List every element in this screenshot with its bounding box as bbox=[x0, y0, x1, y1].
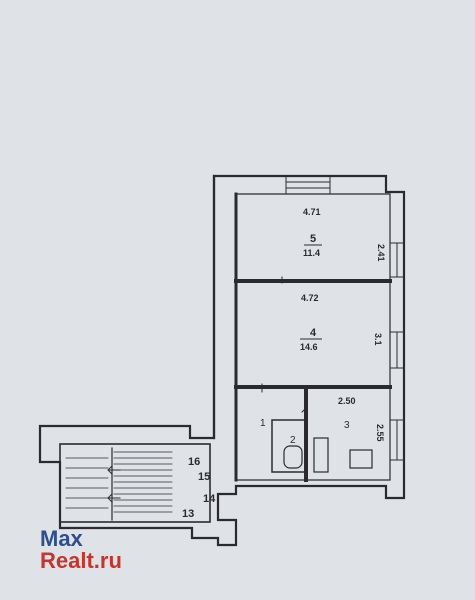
room-2-number: 2 bbox=[290, 435, 296, 446]
window-right-3 bbox=[389, 419, 405, 461]
bath-box bbox=[271, 419, 307, 473]
dimension-ticks bbox=[261, 276, 307, 413]
toilet-icon bbox=[283, 445, 303, 469]
watermark-logo: Max Realt.ru bbox=[40, 528, 122, 572]
room-4-area: 14.6 bbox=[300, 342, 318, 352]
stair-number-14: 14 bbox=[203, 493, 216, 505]
watermark-line-1: Max bbox=[40, 526, 83, 551]
room-3-number: 3 bbox=[344, 420, 350, 431]
room-4-side-dimension: 3.1 bbox=[373, 333, 383, 346]
room-5-top-dimension: 4.71 bbox=[303, 207, 321, 217]
window-right-5 bbox=[389, 242, 405, 278]
room-3-top-dimension: 2.50 bbox=[338, 396, 356, 406]
stair-number-15: 15 bbox=[198, 471, 210, 483]
stair-arrow-icon bbox=[107, 493, 121, 503]
sink-icon bbox=[313, 437, 329, 473]
stair-treads bbox=[65, 451, 173, 513]
room-5-number: 5 bbox=[310, 233, 316, 245]
stair-number-13: 13 bbox=[182, 508, 194, 520]
room-4-number: 4 bbox=[310, 327, 317, 339]
window-right-4 bbox=[389, 331, 405, 369]
outer-wall bbox=[38, 174, 406, 547]
stove-icon bbox=[349, 449, 373, 469]
watermark-line-2: Realt.ru bbox=[40, 548, 122, 573]
room-1-number: 1 bbox=[260, 418, 266, 429]
room-5-side-dimension: 2.41 bbox=[376, 244, 386, 262]
room-3-side-dimension: 2.55 bbox=[375, 424, 385, 442]
stairwell bbox=[59, 443, 211, 523]
stair-arrow-icon bbox=[107, 465, 121, 475]
room-4-top-dimension: 4.72 bbox=[301, 293, 319, 303]
stair-number-16: 16 bbox=[188, 456, 200, 468]
room-5-area: 11.4 bbox=[303, 248, 320, 258]
window-top bbox=[285, 175, 331, 195]
